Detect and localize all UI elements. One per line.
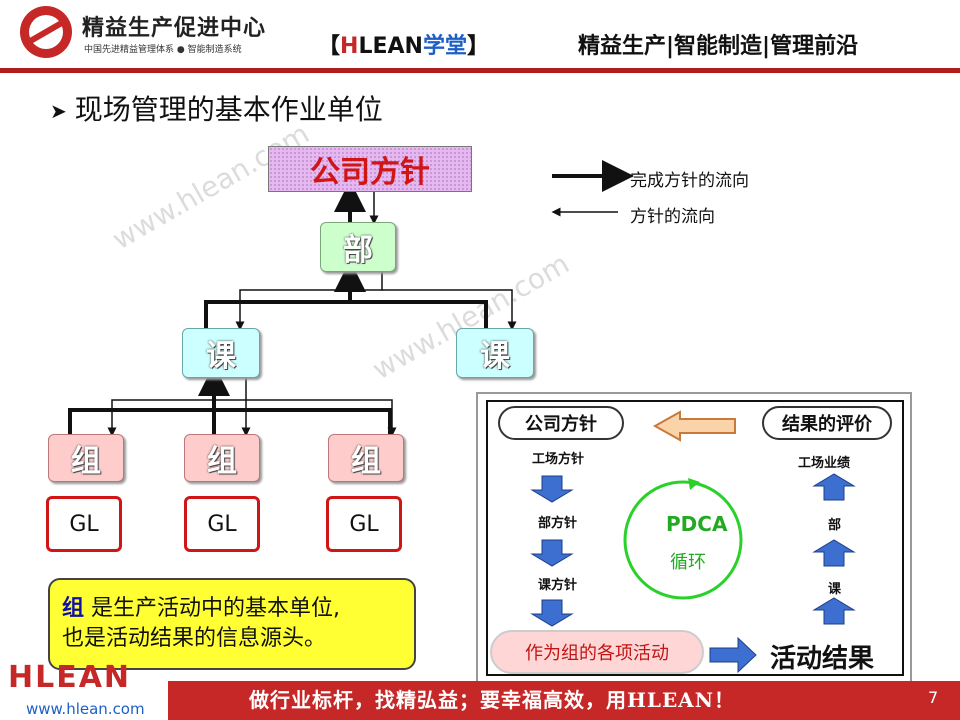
note-line1: 是生产活动中的基本单位,: [84, 596, 341, 621]
up-arrow-icon: [812, 597, 856, 625]
note-callout: 组 是生产活动中的基本单位, 也是活动结果的信息源头。: [48, 578, 416, 670]
left-step-label: 部方针: [538, 516, 578, 531]
group-activities-pill: 作为组的各项活动: [490, 630, 704, 674]
feedback-arrow-icon: [652, 410, 736, 442]
group-leader-box: GL: [326, 496, 402, 552]
footer-logo: HLEAN: [8, 660, 132, 695]
header-divider: [0, 68, 960, 73]
group-leader-box: GL: [46, 496, 122, 552]
section-box: 课: [182, 328, 260, 378]
right-arrow-icon: [709, 636, 757, 674]
header-bar: [0, 0, 960, 72]
brand-bracket-open: 【: [318, 34, 341, 59]
section-title-text: 现场管理的基本作业单位: [74, 93, 383, 126]
brand-bracket-close: 】: [466, 34, 489, 59]
page-number: 7: [928, 688, 939, 707]
legend-thin-label: 方针的流向: [630, 207, 715, 227]
pdca-panel-inner: [486, 400, 904, 676]
org-title: 精益生产促进中心: [82, 16, 267, 41]
pdca-evaluation-pill: 结果的评价: [762, 406, 892, 440]
up-arrow-icon: [812, 473, 856, 501]
legend-thick-label: 完成方针的流向: [630, 171, 749, 191]
footer-url[interactable]: www.hlean.com: [26, 700, 145, 718]
right-step-label: 课: [828, 582, 842, 597]
bullet-arrow-icon: ➤: [50, 99, 67, 123]
note-keyword: 组: [62, 596, 85, 621]
brand-label: 【HLEAN学堂】: [318, 28, 489, 60]
brand-school: 学堂: [422, 34, 467, 59]
section-title: ➤ 现场管理的基本作业单位: [50, 88, 383, 128]
cycle-label: 循环: [670, 552, 706, 573]
group-box: 组: [328, 434, 404, 482]
company-policy-box: 公司方针: [268, 146, 472, 192]
group-box: 组: [48, 434, 124, 482]
down-arrow-icon: [530, 599, 574, 627]
right-step-label: 部: [828, 518, 842, 533]
logo-icon: [20, 6, 72, 58]
down-arrow-icon: [530, 539, 574, 567]
brand-h: H: [340, 34, 359, 59]
org-subtitle: 中国先进精益管理体系 ● 智能制造系统: [84, 45, 242, 55]
group-box: 组: [184, 434, 260, 482]
group-leader-box: GL: [184, 496, 260, 552]
note-line2: 也是活动结果的信息源头。: [62, 626, 327, 651]
section-box: 课: [456, 328, 534, 378]
up-arrow-icon: [812, 539, 856, 567]
left-step-label: 工场方针: [532, 452, 585, 467]
pdca-policy-pill: 公司方针: [498, 406, 624, 440]
dept-box: 部: [320, 222, 396, 272]
left-step-label: 课方针: [538, 578, 578, 593]
header-tagline: 精益生产|智能制造|管理前沿: [578, 34, 859, 59]
footer-slogan: 做行业标杆，找精弘益；要幸福高效，用HLEAN！: [248, 688, 735, 712]
activity-result-label: 活动结果: [770, 644, 875, 674]
pdca-cycle-icon: [623, 480, 743, 600]
down-arrow-icon: [530, 475, 574, 503]
pdca-label: PDCA: [666, 512, 728, 536]
right-step-label: 工场业绩: [798, 456, 851, 471]
brand-lean: LEAN: [358, 34, 423, 59]
footer-bar: [168, 681, 960, 720]
